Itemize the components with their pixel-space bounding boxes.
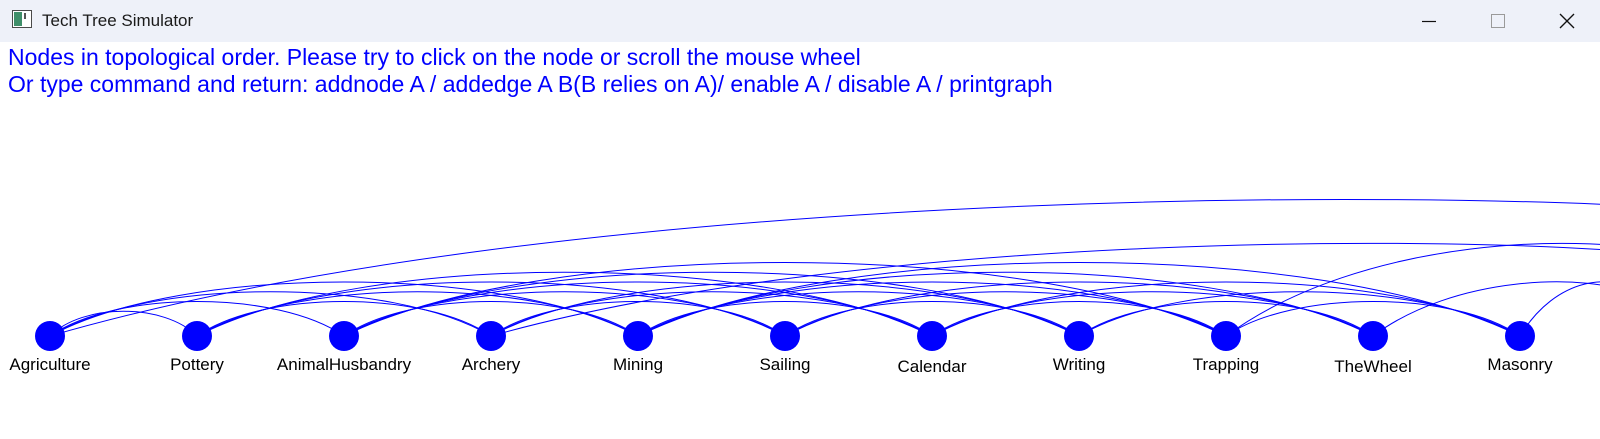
edge-animalhusbandry-writing: [343, 271, 1080, 337]
node-circle[interactable]: [770, 321, 800, 351]
tech-tree-graph[interactable]: Agriculture Pottery AnimalHusbandry Archery…: [0, 42, 1600, 439]
edge-archery-calendar: [490, 291, 933, 337]
node-calendar[interactable]: Calendar: [898, 321, 967, 376]
title-bar[interactable]: Tech Tree Simulator: [0, 0, 1600, 42]
node-thewheel[interactable]: TheWheel: [1334, 321, 1412, 376]
edge-agriculture-animalhusbandry: [49, 301, 345, 337]
node-label: Writing: [1053, 355, 1106, 374]
node-archery[interactable]: Archery: [462, 321, 521, 374]
node-circle[interactable]: [623, 321, 653, 351]
edge-pottery-mining: [196, 291, 639, 337]
instruction-line-1: Nodes in topological order. Please try t…: [8, 44, 861, 70]
node-mining[interactable]: Mining: [613, 321, 663, 374]
edge-mining-writing: [637, 291, 1080, 337]
node-agriculture[interactable]: Agriculture: [9, 321, 91, 374]
edge-calendar-trapping: [931, 301, 1227, 337]
edge-animalhusbandry-mining: [343, 301, 639, 337]
edge-archery-offscreen: [490, 242, 1600, 337]
minimize-button[interactable]: [1394, 0, 1463, 42]
edge-calendar-thewheel: [931, 291, 1374, 337]
edge-agriculture-archery: [49, 291, 492, 337]
node-label: Sailing: [759, 355, 810, 374]
node-label: AnimalHusbandry: [277, 355, 412, 374]
edge-thewheel-offscreen: [1372, 281, 1600, 337]
node-pottery[interactable]: Pottery: [170, 321, 224, 374]
node-label: Pottery: [170, 355, 224, 374]
edge-sailing-trapping: [784, 291, 1227, 337]
node-label: Mining: [613, 355, 663, 374]
edge-pottery-calendar: [196, 271, 933, 337]
edge-mining-thewheel: [637, 271, 1374, 337]
node-circle[interactable]: [182, 321, 212, 351]
node-circle[interactable]: [1064, 321, 1094, 351]
node-circle[interactable]: [1358, 321, 1388, 351]
edge-masonry-offscreen: [1519, 281, 1600, 337]
maximize-icon: [1490, 14, 1505, 28]
edge-mining-calendar: [637, 301, 933, 337]
node-circle[interactable]: [1505, 321, 1535, 351]
window-title: Tech Tree Simulator: [42, 11, 194, 30]
node-label: Masonry: [1487, 355, 1553, 374]
node-circle[interactable]: [917, 321, 947, 351]
edge-writing-masonry: [1078, 291, 1521, 337]
node-masonry[interactable]: Masonry: [1487, 321, 1553, 374]
edge-trapping-offscreen: [1225, 242, 1600, 337]
node-label: TheWheel: [1334, 357, 1411, 376]
edge-agriculture-offscreen: [49, 198, 1600, 337]
node-label: Calendar: [898, 357, 967, 376]
edge-trapping-masonry: [1225, 301, 1521, 337]
graph-canvas-area[interactable]: Agriculture Pottery AnimalHusbandry Archery…: [0, 42, 1600, 439]
close-button[interactable]: [1532, 0, 1600, 42]
edge-agriculture-pottery: [49, 310, 198, 337]
node-circle[interactable]: [476, 321, 506, 351]
node-trapping[interactable]: Trapping: [1193, 321, 1259, 374]
maximize-button[interactable]: [1463, 0, 1532, 42]
node-label: Trapping: [1193, 355, 1259, 374]
node-circle[interactable]: [35, 321, 65, 351]
node-animalhusbandry[interactable]: AnimalHusbandry: [277, 321, 412, 374]
close-icon: [1559, 13, 1574, 29]
node-writing[interactable]: Writing: [1053, 321, 1106, 374]
edge-sailing-writing: [784, 301, 1080, 337]
edge-writing-thewheel: [1078, 301, 1374, 337]
node-circle[interactable]: [329, 321, 359, 351]
edge-pottery-archery: [196, 301, 492, 337]
edge-archery-sailing: [490, 301, 786, 337]
edge-animalhusbandry-sailing: [343, 291, 786, 337]
node-circle[interactable]: [1211, 321, 1241, 351]
edges-layer: [49, 198, 1600, 337]
node-label: Archery: [462, 355, 521, 374]
app-icon: [12, 10, 32, 28]
node-sailing[interactable]: Sailing: [759, 321, 811, 374]
node-label: Agriculture: [9, 355, 90, 374]
minimize-icon: [1421, 20, 1436, 23]
edge-animalhusbandry-trapping: [343, 262, 1227, 337]
instruction-line-2: Or type command and return: addnode A / …: [8, 71, 1053, 97]
edge-mining-masonry: [637, 262, 1521, 337]
